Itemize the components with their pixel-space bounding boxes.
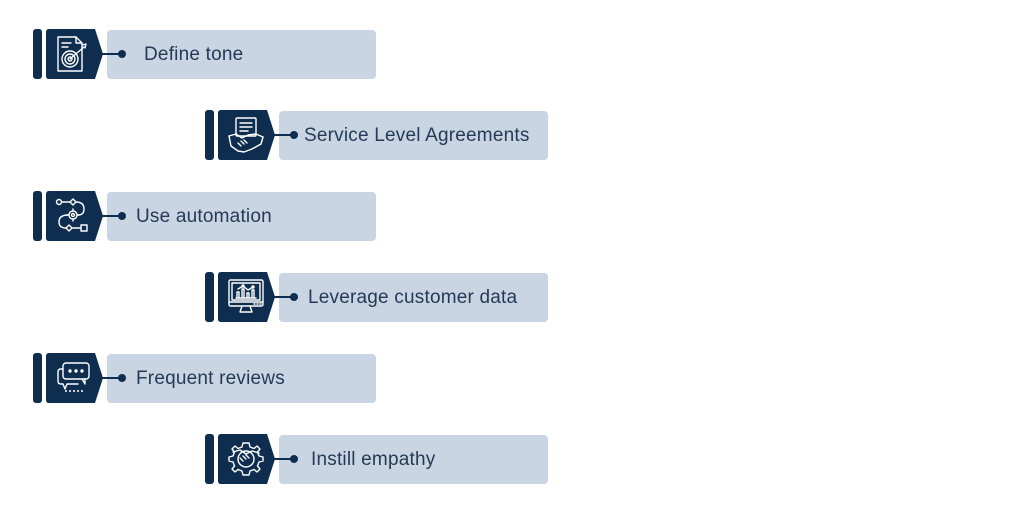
step-marker-bar (205, 110, 214, 160)
connector-line (101, 53, 121, 55)
step-marker-bar (205, 434, 214, 484)
step-label-box: Instill empathy (279, 435, 548, 484)
step-label: Define tone (144, 44, 244, 65)
step-label: Instill empathy (311, 449, 436, 470)
step-frequent-reviews: Frequent reviews (33, 353, 378, 403)
step-marker-bar (205, 272, 214, 322)
connector-line (273, 458, 293, 460)
step-label-box: Service Level Agreements (279, 111, 548, 160)
step-label-box: Define tone (107, 30, 376, 79)
document-target-icon (57, 36, 87, 72)
step-label-box: Leverage customer data (279, 273, 548, 322)
step-label: Frequent reviews (136, 368, 285, 389)
step-define-tone: Define tone (33, 29, 378, 79)
step-service-level-agreements: Service Level Agreements (205, 110, 550, 160)
step-marker-bar (33, 29, 42, 79)
step-leverage-customer-data: Leverage customer data (205, 272, 550, 322)
step-use-automation: Use automation (33, 191, 378, 241)
chat-rating-icon (57, 362, 90, 392)
connector-line (101, 377, 121, 379)
connector-dot (290, 455, 298, 463)
step-instill-empathy: Instill empathy (205, 434, 550, 484)
gear-handshake-icon (228, 442, 264, 476)
step-label: Leverage customer data (308, 287, 518, 308)
connector-line (273, 296, 293, 298)
connector-dot (118, 50, 126, 58)
connector-dot (118, 374, 126, 382)
connector-dot (290, 293, 298, 301)
step-marker-bar (33, 191, 42, 241)
icon-badge (46, 29, 103, 79)
icon-badge (46, 353, 103, 403)
workflow-gear-icon (55, 198, 88, 232)
step-label: Use automation (136, 206, 272, 227)
connector-line (273, 134, 293, 136)
step-marker-bar (33, 353, 42, 403)
icon-badge (218, 272, 275, 322)
contract-handshake-icon (228, 117, 264, 153)
step-label-box: Frequent reviews (107, 354, 376, 403)
connector-line (101, 215, 121, 217)
connector-dot (118, 212, 126, 220)
step-label: Service Level Agreements (304, 125, 530, 146)
connector-dot (290, 131, 298, 139)
monitor-analytics-icon (228, 279, 264, 313)
icon-badge (218, 434, 275, 484)
step-label-box: Use automation (107, 192, 376, 241)
icon-badge (218, 110, 275, 160)
icon-badge (46, 191, 103, 241)
